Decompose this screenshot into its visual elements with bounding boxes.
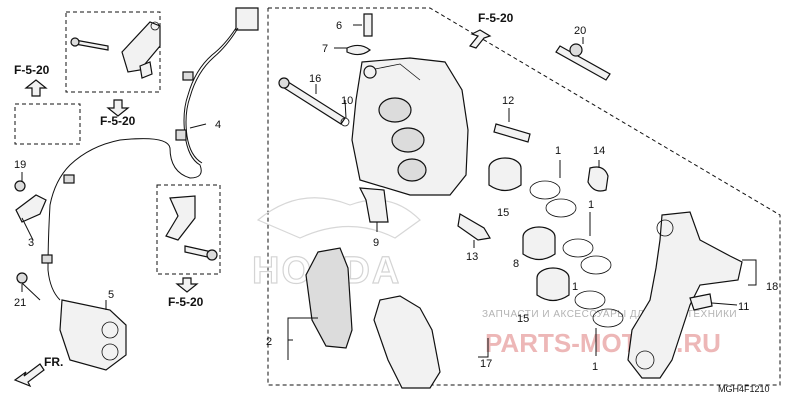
watermark-logo: PARTS-MOTOR.RU	[485, 328, 721, 358]
part-label: 18	[766, 281, 778, 293]
reference-label: F-5-20	[168, 295, 204, 309]
sensor-wire	[41, 7, 259, 301]
piston-seals	[529, 180, 624, 328]
bracket-top	[70, 21, 161, 79]
reference-label: F-5-20	[100, 114, 136, 128]
caliper-bracket	[555, 43, 743, 379]
reference-label: F-5-20	[14, 63, 50, 77]
part-label: 14	[593, 145, 605, 157]
part-label: 16	[309, 73, 321, 85]
front-indicator: FR.	[44, 355, 63, 369]
leader-lines	[21, 24, 757, 360]
part-label: 11	[738, 301, 749, 313]
reference-label: F-5-20	[478, 11, 514, 25]
brake-pads	[305, 247, 441, 389]
part-label: 13	[466, 251, 478, 263]
part-label: 12	[502, 95, 514, 107]
speed-sensor	[16, 272, 127, 371]
diagram-code: MGH4F1210	[718, 384, 770, 394]
part-label: 1	[588, 199, 594, 211]
reference-labels: F-5-20 F-5-20 F-5-20 F-5-20	[14, 11, 514, 309]
watermark-text: ЗАПЧАСТИ И АКСЕССУАРЫ ДЛЯ МОТОТЕХНИКИ	[482, 309, 737, 320]
part-label: 6	[336, 20, 342, 32]
part-label: 20	[574, 25, 586, 37]
part-label: 5	[108, 289, 114, 301]
part-label: 3	[28, 237, 34, 249]
part-label: 17	[480, 358, 492, 370]
caliper-body	[351, 57, 469, 196]
part-label: 10	[341, 95, 353, 107]
part-labels: 1 1 1 1 2 3 4 5 6 7 8 9 10 11 12 13 14 1…	[14, 20, 778, 373]
small-hardware	[278, 13, 609, 241]
part-label: 7	[322, 43, 328, 55]
part-label: 1	[592, 361, 598, 373]
part-label: 21	[14, 297, 26, 309]
part-label: 15	[497, 207, 509, 219]
sensor-clamp	[14, 180, 47, 223]
part-label: 1	[572, 281, 578, 293]
direction-arrows	[13, 29, 492, 388]
part-label: 9	[373, 237, 379, 249]
part-label: 4	[215, 119, 221, 131]
part-label: 1	[555, 145, 561, 157]
part-label: 19	[14, 159, 26, 171]
part-label: 15	[517, 313, 529, 325]
bracket-lower	[165, 195, 218, 261]
part-label: 8	[513, 258, 519, 270]
part-label: 2	[266, 336, 272, 348]
pistons	[488, 157, 570, 302]
callout-boxes	[14, 7, 781, 386]
